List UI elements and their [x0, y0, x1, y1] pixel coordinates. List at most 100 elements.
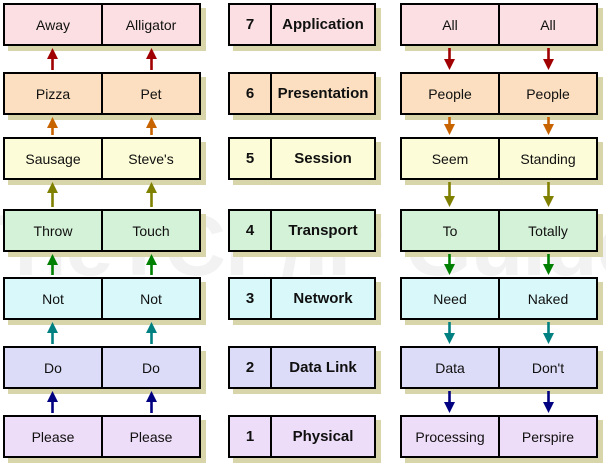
mnemonic-word: To [442, 222, 458, 239]
osi-layer-row-7: 7 Application [228, 3, 381, 51]
mnemonic-right-row-7: All All [400, 3, 603, 51]
arrow-up-left-1-to-2-0 [47, 391, 58, 413]
layer-number: 7 [245, 16, 255, 33]
arrow-up-left-6-to-7-0 [47, 48, 58, 70]
mnemonic-right-row-3: Need Naked [400, 277, 603, 325]
layer-name: Application [270, 5, 374, 44]
layer-box: 5 Session [228, 137, 376, 180]
mnemonic-word: Not [42, 290, 64, 307]
mnemonic-word: Need [433, 290, 467, 307]
arrow-up-left-6-to-7-1 [146, 48, 157, 70]
mnemonic-left-row-5: Sausage Steve's [3, 137, 206, 185]
mnemonic-right-row-5: Seem Standing [400, 137, 603, 185]
osi-layer-row-3: 3 Network [228, 277, 381, 325]
mnemonic-right-row-4: To Totally [400, 209, 603, 257]
mnemonic-word: Don't [498, 348, 596, 387]
layer-box: Data Don't [400, 346, 598, 389]
mnemonic-word: All [442, 16, 458, 33]
layer-number: 1 [245, 428, 255, 445]
arrow-down-right-7-to-6-1 [543, 48, 554, 70]
layer-box: Sausage Steve's [3, 137, 201, 180]
arrow-up-left-1-to-2-1 [146, 391, 157, 413]
layer-name: Physical [270, 417, 374, 456]
mnemonic-word: Pet [101, 74, 199, 113]
arrow-up-left-3-to-4-1 [146, 254, 157, 275]
layer-box: 1 Physical [228, 415, 376, 458]
osi-layer-row-4: 4 Transport [228, 209, 381, 257]
mnemonic-word: Perspire [498, 417, 596, 456]
osi-layer-row-1: 1 Physical [228, 415, 381, 463]
mnemonic-word: People [428, 85, 472, 102]
mnemonic-left-row-4: Throw Touch [3, 209, 206, 257]
mnemonic-left-row-3: Not Not [3, 277, 206, 325]
layer-name: Data Link [270, 348, 374, 387]
mnemonic-word: Throw [33, 222, 73, 239]
mnemonic-word: Not [101, 279, 199, 318]
arrow-down-right-2-to-1-0 [444, 391, 455, 413]
layer-name: Transport [270, 211, 374, 250]
arrow-down-right-5-to-4-0 [444, 182, 455, 207]
arrow-down-right-5-to-4-1 [543, 182, 554, 207]
layer-number: 4 [245, 222, 255, 239]
mnemonic-word: Do [101, 348, 199, 387]
mnemonic-word: Standing [498, 139, 596, 178]
arrow-down-right-7-to-6-0 [444, 48, 455, 70]
mnemonic-word: Naked [498, 279, 596, 318]
arrow-down-right-3-to-2-1 [543, 322, 554, 344]
layer-name: Session [270, 139, 374, 178]
layer-box: Seem Standing [400, 137, 598, 180]
layer-box: 6 Presentation [228, 72, 376, 115]
arrow-down-right-4-to-3-0 [444, 254, 455, 275]
mnemonic-word: Sausage [25, 150, 81, 167]
mnemonic-word: Alligator [101, 5, 199, 44]
mnemonic-word: Touch [101, 211, 199, 250]
mnemonic-word: Do [44, 359, 62, 376]
mnemonic-word: Data [435, 359, 465, 376]
layer-number: 5 [245, 150, 255, 167]
arrow-down-right-2-to-1-1 [543, 391, 554, 413]
mnemonic-right-row-6: People People [400, 72, 603, 120]
layer-box: 3 Network [228, 277, 376, 320]
layer-number: 3 [245, 290, 255, 307]
mnemonic-word: Steve's [101, 139, 199, 178]
mnemonic-word: Seem [431, 150, 469, 167]
arrow-up-left-3-to-4-0 [47, 254, 58, 275]
layer-box: To Totally [400, 209, 598, 252]
mnemonic-right-row-2: Data Don't [400, 346, 603, 394]
layer-number: 2 [245, 359, 255, 376]
layer-box: People People [400, 72, 598, 115]
mnemonic-word: People [498, 74, 596, 113]
mnemonic-word: Totally [498, 211, 596, 250]
mnemonic-word: Please [101, 417, 199, 456]
mnemonic-word: All [498, 5, 596, 44]
mnemonic-left-row-6: Pizza Pet [3, 72, 206, 120]
arrow-up-left-4-to-5-1 [146, 182, 157, 207]
layer-box: 7 Application [228, 3, 376, 46]
layer-box: Do Do [3, 346, 201, 389]
layer-box: 2 Data Link [228, 346, 376, 389]
layer-box: All All [400, 3, 598, 46]
layer-box: Throw Touch [3, 209, 201, 252]
osi-layer-row-2: 2 Data Link [228, 346, 381, 394]
layer-box: Please Please [3, 415, 201, 458]
mnemonic-left-row-1: Please Please [3, 415, 206, 463]
arrow-up-left-2-to-3-1 [146, 322, 157, 344]
layer-name: Network [270, 279, 374, 318]
layer-box: Not Not [3, 277, 201, 320]
layer-number: 6 [245, 85, 255, 102]
layer-box: Need Naked [400, 277, 598, 320]
mnemonic-word: Pizza [35, 85, 71, 102]
arrow-up-left-4-to-5-0 [47, 182, 58, 207]
layer-name: Presentation [270, 74, 374, 113]
arrow-up-left-2-to-3-0 [47, 322, 58, 344]
arrow-down-right-4-to-3-1 [543, 254, 554, 275]
mnemonic-word: Please [31, 428, 75, 445]
arrow-down-right-3-to-2-0 [444, 322, 455, 344]
osi-layer-row-6: 6 Presentation [228, 72, 381, 120]
layer-box: 4 Transport [228, 209, 376, 252]
